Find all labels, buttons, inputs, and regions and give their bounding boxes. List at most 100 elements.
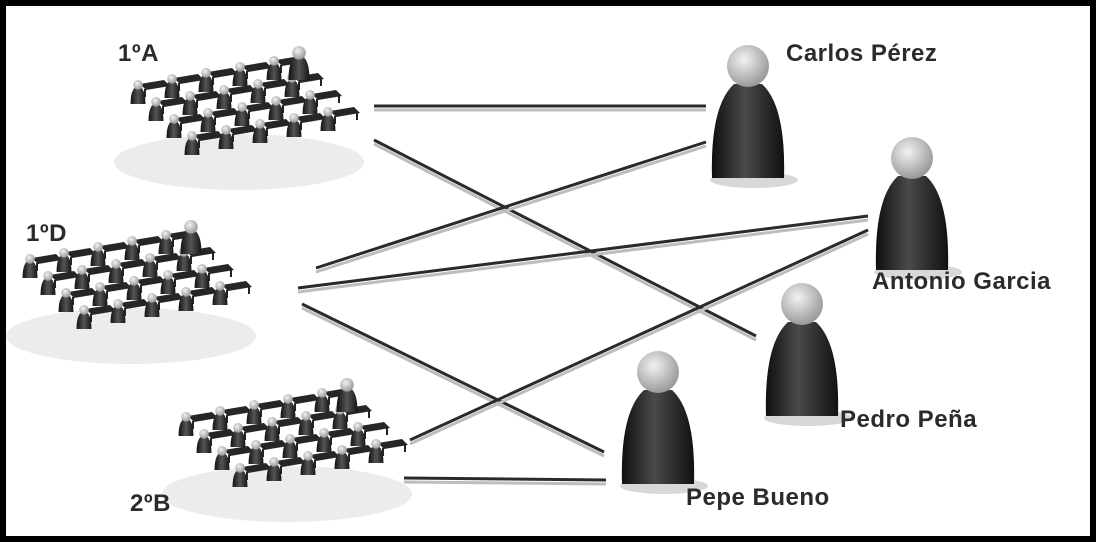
student-figure — [182, 91, 198, 115]
figure-body — [875, 176, 949, 270]
desk — [176, 114, 206, 124]
desk — [326, 428, 356, 438]
teacher-figure-antonio — [874, 137, 962, 280]
teacher-figure-pedro — [764, 283, 852, 426]
student-figure — [314, 388, 330, 412]
student-figure — [148, 97, 164, 121]
student-figure — [300, 451, 316, 475]
desk — [278, 96, 308, 106]
student-figure — [194, 264, 210, 288]
teacher-label-pedro: Pedro Peña — [840, 406, 978, 433]
student-figure — [110, 299, 126, 323]
student-figure — [184, 131, 200, 155]
desk — [222, 406, 252, 416]
connection-lines — [297, 104, 869, 486]
teacher-label-antonio: Antonio Garcia — [872, 268, 1052, 295]
desk — [118, 259, 148, 269]
figure-body — [621, 390, 695, 484]
desk — [260, 79, 290, 89]
desk — [208, 68, 238, 78]
desk — [256, 400, 286, 410]
student-figure — [40, 271, 56, 295]
classroom-group-1d — [6, 220, 256, 364]
desk — [360, 422, 390, 432]
student-figure — [22, 254, 38, 278]
student-figure — [268, 96, 284, 120]
connection-shadow — [301, 306, 605, 458]
student-figure — [216, 85, 232, 109]
student-figure — [302, 90, 318, 114]
student-figure — [130, 80, 146, 104]
class-teacher-figure — [180, 220, 202, 254]
desk — [312, 90, 342, 100]
group-label-2b: 2ºB — [130, 490, 171, 517]
class-teacher-figure — [336, 378, 358, 412]
student-figure — [166, 114, 182, 138]
desk — [244, 102, 274, 112]
desk — [308, 411, 338, 421]
student-figure — [368, 439, 384, 463]
desk — [120, 299, 150, 309]
student-figure — [232, 463, 248, 487]
student-figure — [92, 282, 108, 306]
student-figure — [230, 423, 246, 447]
desk — [240, 423, 270, 433]
desk — [378, 439, 408, 449]
student-figure — [212, 406, 228, 430]
teacher-label-carlos: Carlos Pérez — [786, 40, 938, 67]
desk — [290, 394, 320, 404]
desk — [344, 445, 374, 455]
teacher-figure-pepe — [620, 351, 708, 494]
desk — [274, 417, 304, 427]
desk — [276, 457, 306, 467]
student-figure — [246, 400, 262, 424]
figure-head — [727, 45, 769, 87]
student-figure — [108, 259, 124, 283]
student-figure — [280, 394, 296, 418]
connection-line-1d-pepe — [301, 302, 605, 454]
desk — [174, 74, 204, 84]
student-figure — [266, 56, 282, 80]
student-figure — [264, 417, 280, 441]
student-figure — [282, 434, 298, 458]
class-teacher-figure — [288, 46, 310, 80]
student-figure — [214, 446, 230, 470]
student-figure — [158, 230, 174, 254]
desk — [50, 271, 80, 281]
student-figure — [200, 108, 216, 132]
teacher-figure-carlos — [710, 45, 798, 188]
desk — [242, 463, 272, 473]
desk — [210, 108, 240, 118]
student-figure — [124, 236, 140, 260]
student-figure — [90, 242, 106, 266]
student-figure — [160, 270, 176, 294]
connection-line-2b-pepe — [403, 476, 607, 482]
desk — [204, 264, 234, 274]
figure-body — [765, 322, 839, 416]
student-figure — [232, 62, 248, 86]
diagram-canvas — [6, 45, 962, 522]
student-figure — [320, 107, 336, 131]
desk — [100, 242, 130, 252]
connection-shadow — [403, 480, 607, 486]
desk — [152, 253, 182, 263]
desk — [140, 80, 170, 90]
connection-line-2b-antonio — [409, 228, 869, 442]
connection-shadow — [409, 232, 869, 446]
desk — [136, 276, 166, 286]
student-figure — [266, 457, 282, 481]
connection-shadow — [297, 218, 869, 294]
desk — [226, 85, 256, 95]
desk — [86, 305, 116, 315]
desk — [102, 282, 132, 292]
student-figure — [196, 429, 212, 453]
student-figure — [164, 74, 180, 98]
group-label-1a: 1ºA — [118, 40, 159, 67]
connection-line-1d-carlos — [315, 140, 707, 270]
group-label-1d: 1ºD — [26, 220, 67, 247]
student-figure — [316, 428, 332, 452]
connection-shadow — [315, 144, 707, 274]
desk — [228, 125, 258, 135]
desk — [170, 270, 200, 280]
